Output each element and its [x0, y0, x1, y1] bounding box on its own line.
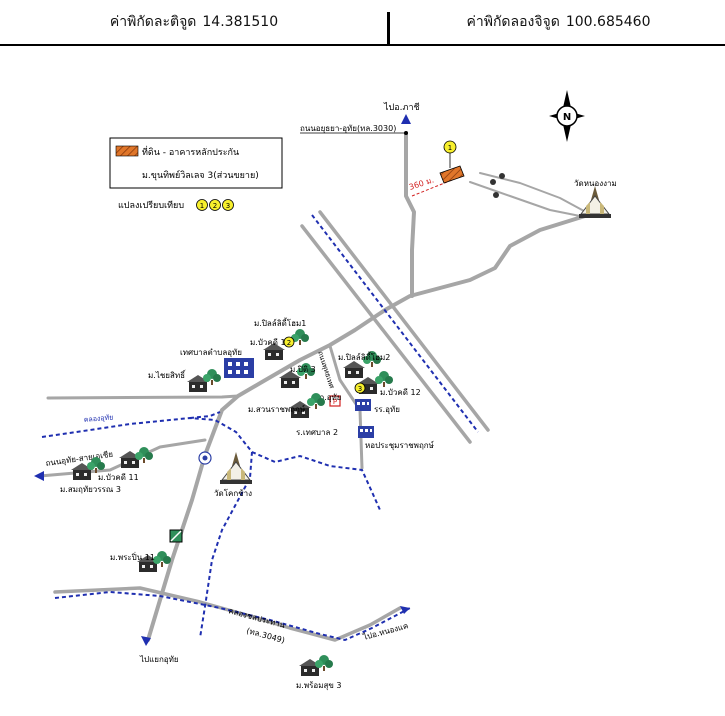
road-south-branch — [328, 344, 364, 470]
svg-text:3: 3 — [358, 385, 362, 393]
label-village-bua-khwan-12: ม.บัวคดี 12 — [380, 388, 421, 397]
label-village-chaiyasit: ม.ไชยสิทธิ์ — [148, 369, 186, 380]
canal-highway-side — [311, 214, 479, 433]
road-main-diagonal — [146, 214, 587, 642]
label-hall: หอประชุมราชพฤกษ์ — [365, 440, 434, 450]
label-police: สภ.อุทัย — [314, 393, 341, 402]
longitude-cell: ค่าพิกัดลองจิจูด 100.685460 — [392, 0, 725, 44]
compass-north-letter: N — [563, 112, 571, 123]
svg-text:2: 2 — [287, 339, 291, 347]
svg-text:2: 2 — [213, 202, 217, 210]
small-houses — [490, 173, 505, 198]
compare-markers: 1 2 3 — [196, 199, 234, 211]
municipality-building — [224, 358, 254, 378]
label-village-piliki1: ม.ปิลล์ลิดี้โฮม1 — [254, 317, 306, 328]
label-village-bua-11: ม.บัวคดี 11 — [98, 473, 139, 482]
hospital-icon — [169, 529, 183, 543]
latitude-value: 14.381510 — [202, 14, 279, 30]
temple-icon — [219, 451, 253, 485]
marker-circle-icon — [222, 199, 234, 211]
label-village-sombat: ม.สมฤทัยวรรณ 3 — [60, 485, 121, 494]
label-municipality: เทศบาลตำบลอุทัย — [180, 348, 242, 357]
canal-bottom — [54, 590, 411, 642]
svg-text:1: 1 — [200, 202, 204, 210]
label-village-pai: ม.ปิติ 3 — [290, 365, 316, 374]
road-temple-east-2 — [469, 181, 581, 217]
coordinate-header: ค่าพิกัดละติจูด 14.381510 ค่าพิกัดลองจิจ… — [0, 0, 725, 46]
label-canal: คลองอุทัย — [83, 413, 113, 424]
label-road-top: ถนนอยุธยา-อุทัย(ทล.3030) — [300, 124, 396, 133]
latitude-cell: ค่าพิกัดละติจูด 14.381510 — [0, 0, 388, 44]
wat-nong-ngam: วัดหนองงาม — [574, 179, 617, 219]
label-village-phrachin: ม.พระปิ่น 11 — [110, 551, 155, 562]
latitude-label: ค่าพิกัดละติจูด — [109, 14, 197, 30]
longitude-label: ค่าพิกัดลองจิจูด — [466, 14, 560, 30]
coordinate-divider — [387, 12, 390, 46]
label-village-piliki2: ม.ปิลล์ลิดี้โฮม2 — [338, 351, 390, 362]
label-school-thesaban: ร.เทศบาล 2 — [296, 428, 338, 437]
map-legend: ที่ดิน - อาคารหลักประกัน ม.ขุนทิพย์วิลเล… — [109, 137, 283, 211]
legend-item-subject: ที่ดิน - อาคารหลักประกัน — [142, 145, 239, 158]
marker-circle-icon — [196, 199, 208, 211]
school-icon — [355, 399, 371, 411]
label-village-phrom: ม.พร้อมสุข 3 — [296, 681, 341, 690]
road-highway-b — [318, 210, 490, 432]
police-icon: P — [329, 395, 341, 407]
school-icon — [358, 426, 374, 438]
tree-icon — [375, 371, 393, 387]
legend-compare-label: แปลงเปรียบเทียบ — [118, 200, 184, 211]
marker-circle-icon — [443, 140, 457, 154]
label-school-uthai: รร.อุทัย — [374, 405, 400, 414]
marker-circle-icon — [354, 382, 366, 394]
svg-text:P: P — [333, 398, 337, 406]
svg-text:3: 3 — [226, 202, 230, 210]
legend-item-village: ม.ขุนทิพย์วิลเลจ 3(ส่วนขยาย) — [142, 169, 259, 181]
svg-text:1: 1 — [448, 144, 452, 152]
location-map: ที่ดิน - อาคารหลักประกัน ม.ขุนทิพย์วิลเล… — [34, 90, 617, 690]
marker-circle-icon — [209, 199, 221, 211]
marker-circle-icon — [283, 336, 295, 348]
longitude-value: 100.685460 — [565, 14, 651, 30]
subject-parcel — [439, 165, 465, 184]
road-north-branch — [404, 132, 416, 298]
temple-icon — [578, 185, 612, 219]
label-wat-khok-chang: วัดโคกช้าง — [214, 488, 252, 498]
label-road-bottom: (ทล.3049) — [245, 626, 285, 645]
label-canal-bottom: คลองชลประทาน — [227, 606, 286, 630]
label-wat-nong-ngam: วัดหนองงาม — [574, 179, 617, 188]
label-village-suan: ม.สวนราชพฤกษ์ — [248, 404, 305, 414]
compass-north-icon: N — [549, 90, 585, 142]
road-bottom — [53, 586, 402, 642]
emblem-icon — [198, 451, 212, 465]
canal-utai-top — [189, 411, 221, 419]
waterways — [41, 214, 479, 642]
label-village-bua-khwan: ม.บัวคดี 10 — [250, 338, 291, 347]
subject-swatch — [115, 145, 139, 157]
label-to-uthai: ไปแยกอุทัย — [139, 655, 179, 664]
house-icon — [343, 361, 365, 378]
road-highway-a — [300, 224, 472, 444]
label-to-phachi: ไปอ.ภาชี — [383, 102, 420, 113]
landmarks: ม.ปิลล์ลิดี้โฮม1 ม.บัวคดี 10 2 เทศบาลตำบ… — [45, 317, 434, 690]
arrow-icon — [34, 114, 411, 646]
road-west — [46, 394, 240, 400]
coordinate-underline — [0, 44, 725, 46]
distance-label: 360 ม. — [408, 175, 435, 191]
